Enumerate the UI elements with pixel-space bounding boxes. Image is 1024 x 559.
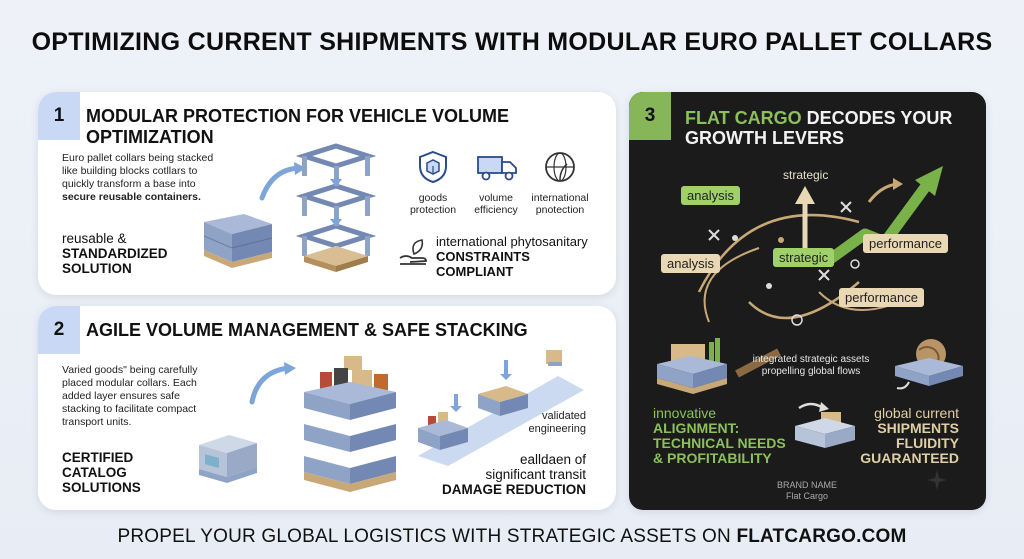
hand-leaf-icon bbox=[399, 239, 427, 265]
section-card-1: 1 MODULAR PROTECTION FOR VEHICLE VOLUME … bbox=[38, 92, 616, 295]
conveyor-flow-illustration bbox=[418, 350, 584, 466]
section-heading-1: MODULAR PROTECTION FOR VEHICLE VOLUME OP… bbox=[86, 106, 509, 147]
website-link[interactable]: FLATCARGO.COM bbox=[736, 526, 907, 547]
page-footer: PROPEL YOUR GLOBAL LOGISTICS WITH STRATE… bbox=[117, 526, 907, 547]
collar-box-center-illustration bbox=[795, 402, 855, 448]
section-1-description: Euro pallet collars being stacked like b… bbox=[62, 152, 214, 203]
shipments-fluidity-label: global current SHIPMENTS FLUIDITY GUARAN… bbox=[860, 405, 959, 466]
section-2-description: Varied goods" being carefully placed mod… bbox=[62, 364, 198, 428]
reusable-standardized-label: reusable & STANDARDIZED SOLUTION bbox=[62, 231, 168, 276]
curved-arrow-icon bbox=[259, 162, 306, 201]
damage-reduction-label: ealldaen of significant transit DAMAGE R… bbox=[442, 452, 586, 497]
tag-performance-right: performance bbox=[863, 234, 948, 253]
page-title: OPTIMIZING CURRENT SHIPMENTS WITH MODULA… bbox=[31, 28, 993, 56]
tag-analysis-top: analysis bbox=[681, 186, 740, 205]
certified-catalog-label: CERTIFIED CATALOG SOLUTIONS bbox=[62, 450, 141, 495]
integrated-assets-label: integrated strategic assets propelling g… bbox=[752, 354, 870, 377]
section-number-1: 1 bbox=[38, 92, 80, 140]
section-card-3: 3 FLAT CARGO DECODES YOUR GROWTH LEVERS bbox=[629, 92, 986, 510]
tag-performance-bottom: performance bbox=[839, 288, 924, 307]
phytosanitary-compliant-label: international phytosanitary CONSTRAINTS … bbox=[436, 234, 588, 279]
pallet-collar-box-illustration bbox=[203, 214, 273, 268]
section-heading-3: FLAT CARGO DECODES YOUR GROWTH LEVERS bbox=[685, 108, 953, 148]
brand-name-label: BRAND NAME Flat Cargo bbox=[776, 480, 837, 501]
section-number-3: 3 bbox=[629, 92, 671, 140]
curved-arrow-icon bbox=[249, 362, 296, 405]
section-number-2: 2 bbox=[38, 306, 80, 354]
globe-leaf-icon bbox=[545, 152, 575, 182]
pallet-goods-illustration bbox=[657, 338, 727, 394]
goods-stack-illustration bbox=[304, 356, 396, 492]
stacked-collars-illustration bbox=[295, 143, 377, 272]
globe-pallet-illustration bbox=[895, 339, 963, 390]
validated-engineering-label: validated engineering bbox=[528, 410, 587, 435]
tag-strategic-mid: strategic bbox=[773, 248, 835, 267]
truck-icon bbox=[477, 156, 517, 181]
section-heading-2: AGILE VOLUME MANAGEMENT & SAFE STACKING bbox=[86, 320, 528, 340]
section-card-2: 2 AGILE VOLUME MANAGEMENT & SAFE STACKIN… bbox=[38, 306, 616, 510]
word-strategic-top: strategic bbox=[783, 168, 829, 182]
machine-on-pallet-illustration bbox=[199, 435, 257, 483]
star-logo-icon bbox=[927, 470, 947, 490]
tag-analysis-left: analysis bbox=[661, 254, 720, 273]
innovative-alignment-label: innovative ALIGNMENT: TECHNICAL NEEDS & … bbox=[653, 405, 786, 466]
shield-box-icon bbox=[419, 150, 447, 184]
